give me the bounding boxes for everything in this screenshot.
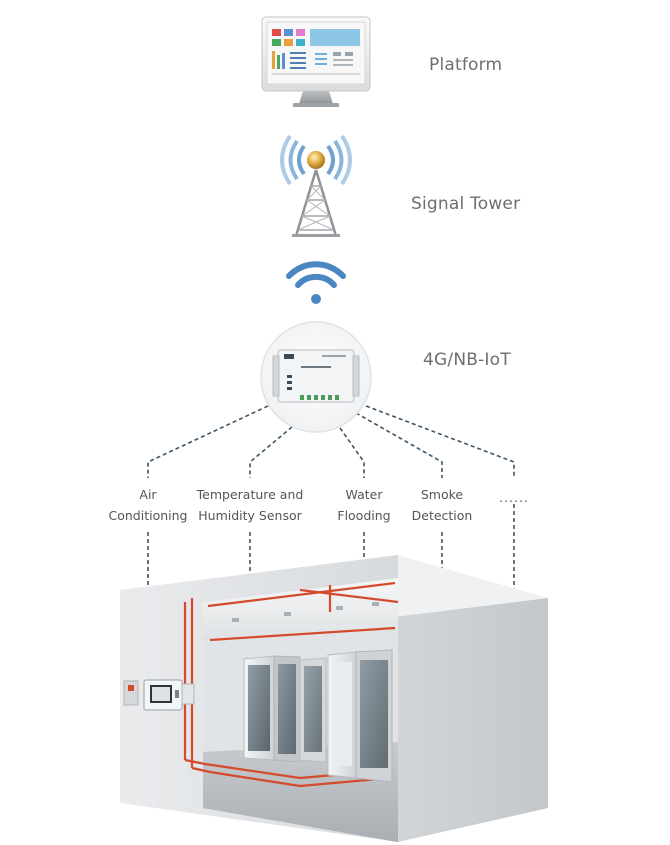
iot-gateway-device-icon: [260, 321, 372, 433]
sensor-label-more: ......: [499, 490, 529, 505]
signal-tower-icon: [280, 134, 352, 237]
monitor-dashboard-icon: [261, 16, 371, 107]
sensor-label-air-conditioning: Air Conditioning: [108, 487, 188, 523]
server-rack: [299, 649, 393, 783]
network-label: 4G/NB-IoT: [423, 350, 511, 370]
sensor-label-smoke-detection: Smoke Detection: [411, 487, 473, 523]
platform-label: Platform: [429, 55, 503, 75]
server-rack: [243, 655, 301, 763]
server-room-illustration: [120, 555, 548, 842]
sensor-label-temperature-humidity: Temperature and Humidity Sensor: [196, 487, 304, 523]
signal-tower-label: Signal Tower: [411, 194, 521, 214]
sensor-label-water-flooding: Water Flooding: [337, 487, 391, 523]
wall-control-panel: [123, 679, 195, 711]
wifi-icon: [286, 261, 346, 304]
